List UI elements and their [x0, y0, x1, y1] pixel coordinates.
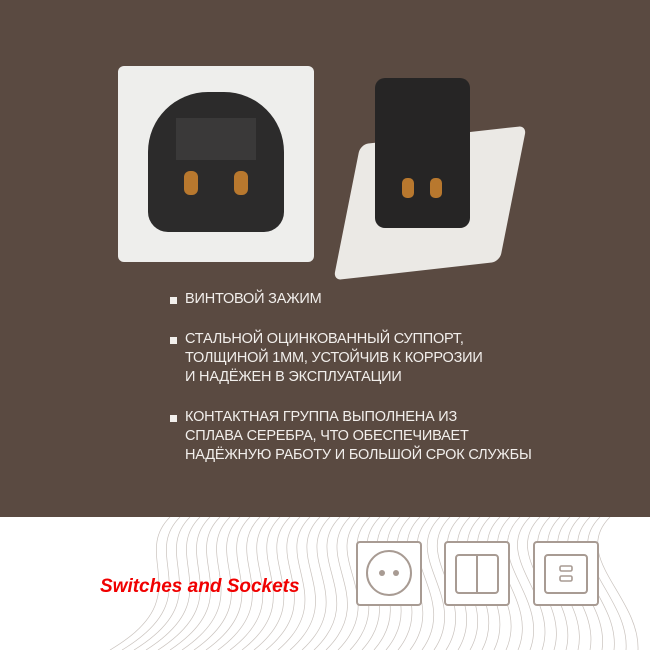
contour-line — [241, 517, 281, 650]
contour-line — [157, 517, 211, 650]
contour-line — [507, 517, 534, 650]
contour-line — [193, 517, 241, 650]
contour-line — [109, 517, 171, 650]
socket-angled-photo — [333, 68, 527, 281]
socket-back-photo — [118, 66, 314, 262]
contour-line — [427, 517, 445, 650]
contour-line — [325, 517, 351, 650]
contour-line — [121, 517, 181, 650]
contour-line — [205, 517, 251, 650]
socket-icon — [356, 541, 422, 606]
contour-line — [289, 517, 321, 650]
contour-line — [517, 517, 546, 650]
feature-item: СТАЛЬНОЙ ОЦИНКОВАННЫЙ СУППОРТ, ТОЛЩИНОЙ … — [170, 330, 532, 387]
contour-line — [133, 517, 191, 650]
contour-line — [217, 517, 261, 650]
usb-charger-icon — [533, 541, 599, 606]
bullet-square-icon — [170, 415, 177, 422]
feature-item: КОНТАКТНАЯ ГРУППА ВЫПОЛНЕНА ИЗ СПЛАВА СЕ… — [170, 408, 532, 465]
contour-line — [145, 517, 201, 650]
contour-line — [587, 517, 627, 650]
bullet-square-icon — [170, 337, 177, 344]
contour-line — [169, 517, 221, 650]
feature-list: ВИНТОВОЙ ЗАЖИМ СТАЛЬНОЙ ОЦИНКОВАННЫЙ СУП… — [170, 290, 532, 486]
brown-panel — [0, 0, 650, 517]
brand-title: Switches and Sockets — [100, 576, 300, 597]
contour-line — [277, 517, 311, 650]
contour-line — [597, 517, 639, 650]
contour-lines-decoration — [109, 517, 639, 650]
contour-line — [337, 517, 361, 650]
contour-line — [181, 517, 231, 650]
feature-item: ВИНТОВОЙ ЗАЖИМ — [170, 290, 532, 309]
bullet-square-icon — [170, 297, 177, 304]
contour-line — [253, 517, 291, 650]
contour-line — [416, 517, 434, 650]
contour-line — [229, 517, 271, 650]
contour-line — [301, 517, 331, 650]
double-switch-icon — [444, 541, 510, 606]
contour-line — [313, 517, 341, 650]
contour-line — [265, 517, 301, 650]
